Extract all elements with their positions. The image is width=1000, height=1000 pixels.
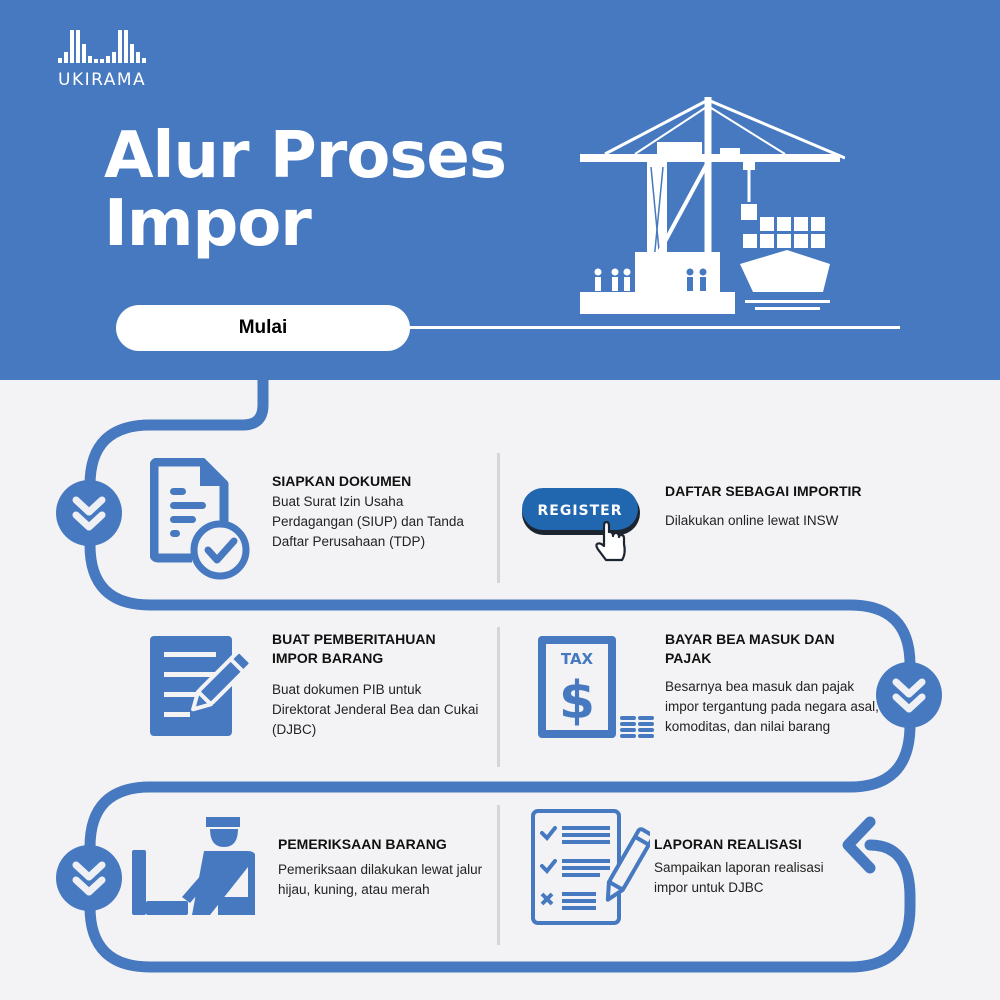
step-title: DAFTAR SEBAGAI IMPORTIR [665, 483, 862, 499]
tax-label: TAX [561, 650, 594, 668]
step-description: Buat Surat Izin Usaha Perdagangan (SIUP)… [272, 494, 464, 549]
step-title: BUAT PEMBERITAHUAN IMPOR BARANG [272, 631, 436, 666]
divider [497, 627, 500, 767]
step-bayar-bea: BAYAR BEA MASUK DAN PAJAK Besarnya bea m… [665, 630, 880, 737]
register-label: REGISTER [537, 503, 622, 519]
brand-name: UKIRAMA [58, 70, 147, 90]
step-laporan-realisasi: LAPORAN REALISASI Sampaikan laporan real… [654, 835, 854, 898]
chevron-down-double-icon [56, 480, 122, 546]
register-button-icon: REGISTER [522, 488, 640, 562]
checklist-pen-icon [531, 809, 650, 925]
step-daftar-importir: DAFTAR SEBAGAI IMPORTIR Dilakukan online… [665, 482, 875, 531]
ukirama-logo-icon [58, 30, 146, 63]
tax-dollar-icon: TAX $ [538, 636, 654, 738]
step-description: Buat dokumen PIB untuk Direktorat Jender… [272, 682, 479, 737]
step-description: Dilakukan online lewat INSW [665, 513, 839, 528]
document-pen-icon [150, 636, 250, 736]
step-description: Pemeriksaan dilakukan lewat jalur hijau,… [278, 862, 483, 897]
step-title: LAPORAN REALISASI [654, 836, 802, 852]
title-line-1: Alur Proses [104, 119, 507, 193]
page-title: Alur Proses Impor [104, 119, 507, 261]
divider [497, 453, 500, 583]
step-title: BAYAR BEA MASUK DAN PAJAK [665, 631, 835, 666]
title-line-2: Impor [104, 187, 312, 261]
chevron-down-double-icon [876, 662, 942, 728]
port-crane-ship-icon [580, 97, 845, 314]
chevron-down-double-icon [56, 845, 122, 911]
start-pill: Mulai [116, 305, 410, 351]
svg-text:$: $ [559, 671, 595, 731]
step-title: SIAPKAN DOKUMEN [272, 473, 412, 489]
document-check-icon [150, 458, 250, 580]
step-description: Sampaikan laporan realisasi impor untuk … [654, 860, 824, 895]
divider [497, 805, 500, 945]
step-pemeriksaan-barang: PEMERIKSAAN BARANG Pemeriksaan dilakukan… [278, 835, 488, 900]
step-description: Besarnya bea masuk dan pajak impor terga… [665, 679, 879, 734]
step-siapkan-dokumen: SIAPKAN DOKUMEN Buat Surat Izin Usaha Pe… [272, 472, 477, 552]
customs-officer-icon [132, 817, 255, 915]
step-title: PEMERIKSAAN BARANG [278, 836, 447, 852]
header-banner: UKIRAMA Alur Proses Impor [0, 0, 1000, 380]
step-buat-pemberitahuan: BUAT PEMBERITAHUAN IMPOR BARANG Buat dok… [272, 630, 482, 740]
start-line [410, 326, 900, 329]
